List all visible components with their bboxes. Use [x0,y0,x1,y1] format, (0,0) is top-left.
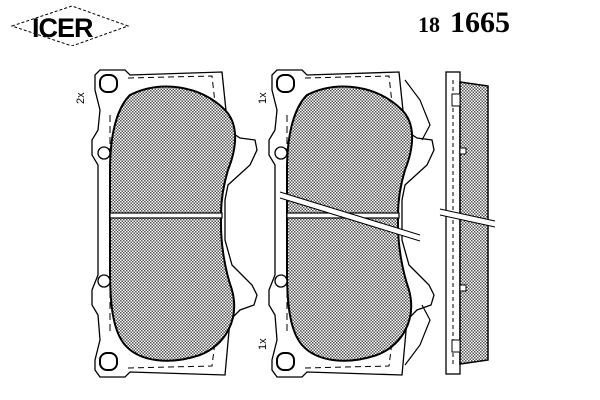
brake-pad-left [91,69,258,378]
part-number-prefix: 18 [418,12,440,37]
logo-text: ICER [32,13,94,43]
brake-pad-side-view [439,71,496,375]
logo-diamond-icon [10,5,130,47]
icer-logo: ICER [10,4,130,47]
brake-pad-middle [268,69,435,378]
part-number-value: 1665 [450,6,510,39]
part-number: 18 1665 [418,6,510,40]
